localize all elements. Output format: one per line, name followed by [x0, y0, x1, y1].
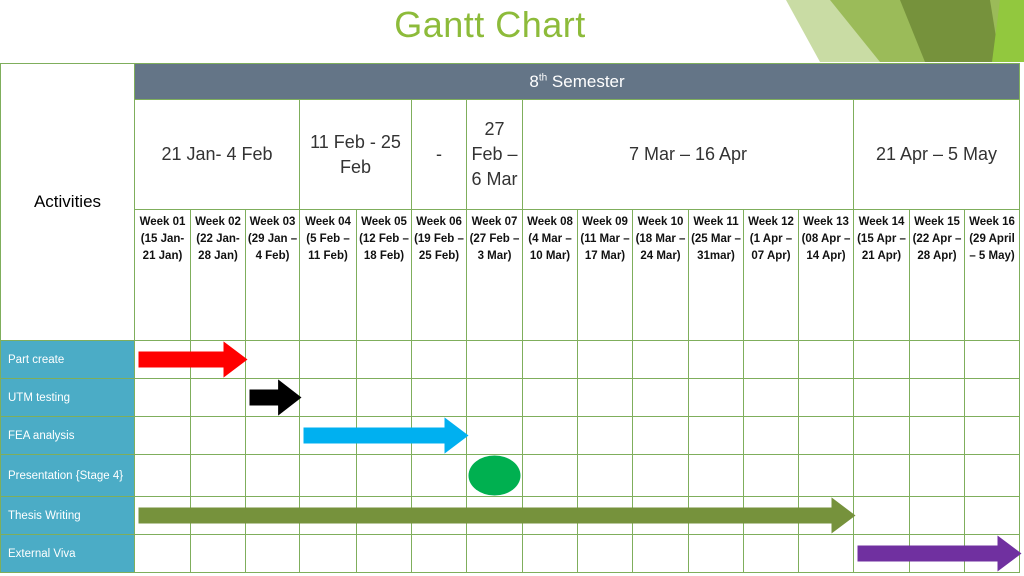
semester-number: 8 [529, 71, 539, 91]
week-header: Week 08(4 Mar – 10 Mar) [522, 209, 578, 341]
corner-decoration [786, 0, 1024, 62]
week-header: Week 13(08 Apr – 14 Apr) [798, 209, 854, 341]
period-header: 21 Jan- 4 Feb [134, 99, 300, 210]
period-header: - [411, 99, 467, 210]
week-header: Week 06(19 Feb – 25 Feb) [411, 209, 467, 341]
activity-row: FEA analysis [0, 416, 1021, 455]
week-header: Week 11(25 Mar – 31mar) [688, 209, 744, 341]
activity-label: UTM testing [0, 378, 135, 417]
week-header: Week 15(22 Apr – 28 Apr) [909, 209, 965, 341]
period-header: 11 Feb - 25 Feb [299, 99, 412, 210]
week-header: Week 16(29 April – 5 May) [963, 209, 1021, 341]
week-header: Week 01(15 Jan- 21 Jan) [134, 209, 191, 341]
activity-label: FEA analysis [0, 416, 135, 455]
activity-row: Part create [0, 340, 1021, 379]
week-header: Week 12(1 Apr – 07 Apr) [743, 209, 799, 341]
week-header: Week 10(18 Mar – 24 Mar) [632, 209, 689, 341]
week-header: Week 02(22 Jan- 28 Jan) [190, 209, 246, 341]
page-title: Gantt Chart [394, 4, 586, 45]
semester-header: 8th Semester [133, 63, 1021, 100]
activity-row: Thesis Writing [0, 496, 1021, 535]
week-header: Week 14(15 Apr – 21 Apr) [853, 209, 910, 341]
corner-shape-bright [992, 0, 1024, 62]
period-header: 21 Apr – 5 May [852, 99, 1021, 210]
semester-word: Semester [547, 71, 625, 91]
week-header: Week 07(27 Feb – 3 Mar) [466, 209, 523, 341]
gantt-table: Activities 8th Semester 21 Jan- 4 Feb 11… [0, 63, 1021, 573]
period-header: 7 Mar – 16 Apr [522, 99, 854, 210]
week-header: Week 05(12 Feb – 18 Feb) [356, 209, 412, 341]
activities-header: Activities [0, 63, 135, 341]
activity-label: Presentation {Stage 4} [0, 454, 135, 497]
activity-row: UTM testing [0, 378, 1021, 417]
activity-label: Part create [0, 340, 135, 379]
gantt-table-wrapper: Activities 8th Semester 21 Jan- 4 Feb 11… [0, 63, 1021, 573]
week-header: Week 03(29 Jan – 4 Feb) [245, 209, 300, 341]
semester-suffix: th [538, 71, 548, 83]
activity-row: Presentation {Stage 4} [0, 454, 1021, 497]
activity-row: External Viva [0, 534, 1021, 573]
period-header: 27 Feb – 6 Mar [466, 99, 523, 210]
week-header: Week 09(11 Mar – 17 Mar) [577, 209, 633, 341]
week-header: Week 04(5 Feb – 11 Feb) [299, 209, 357, 341]
activity-label: External Viva [0, 534, 135, 573]
corner-shape-dark [900, 0, 1000, 62]
activity-label: Thesis Writing [0, 496, 135, 535]
